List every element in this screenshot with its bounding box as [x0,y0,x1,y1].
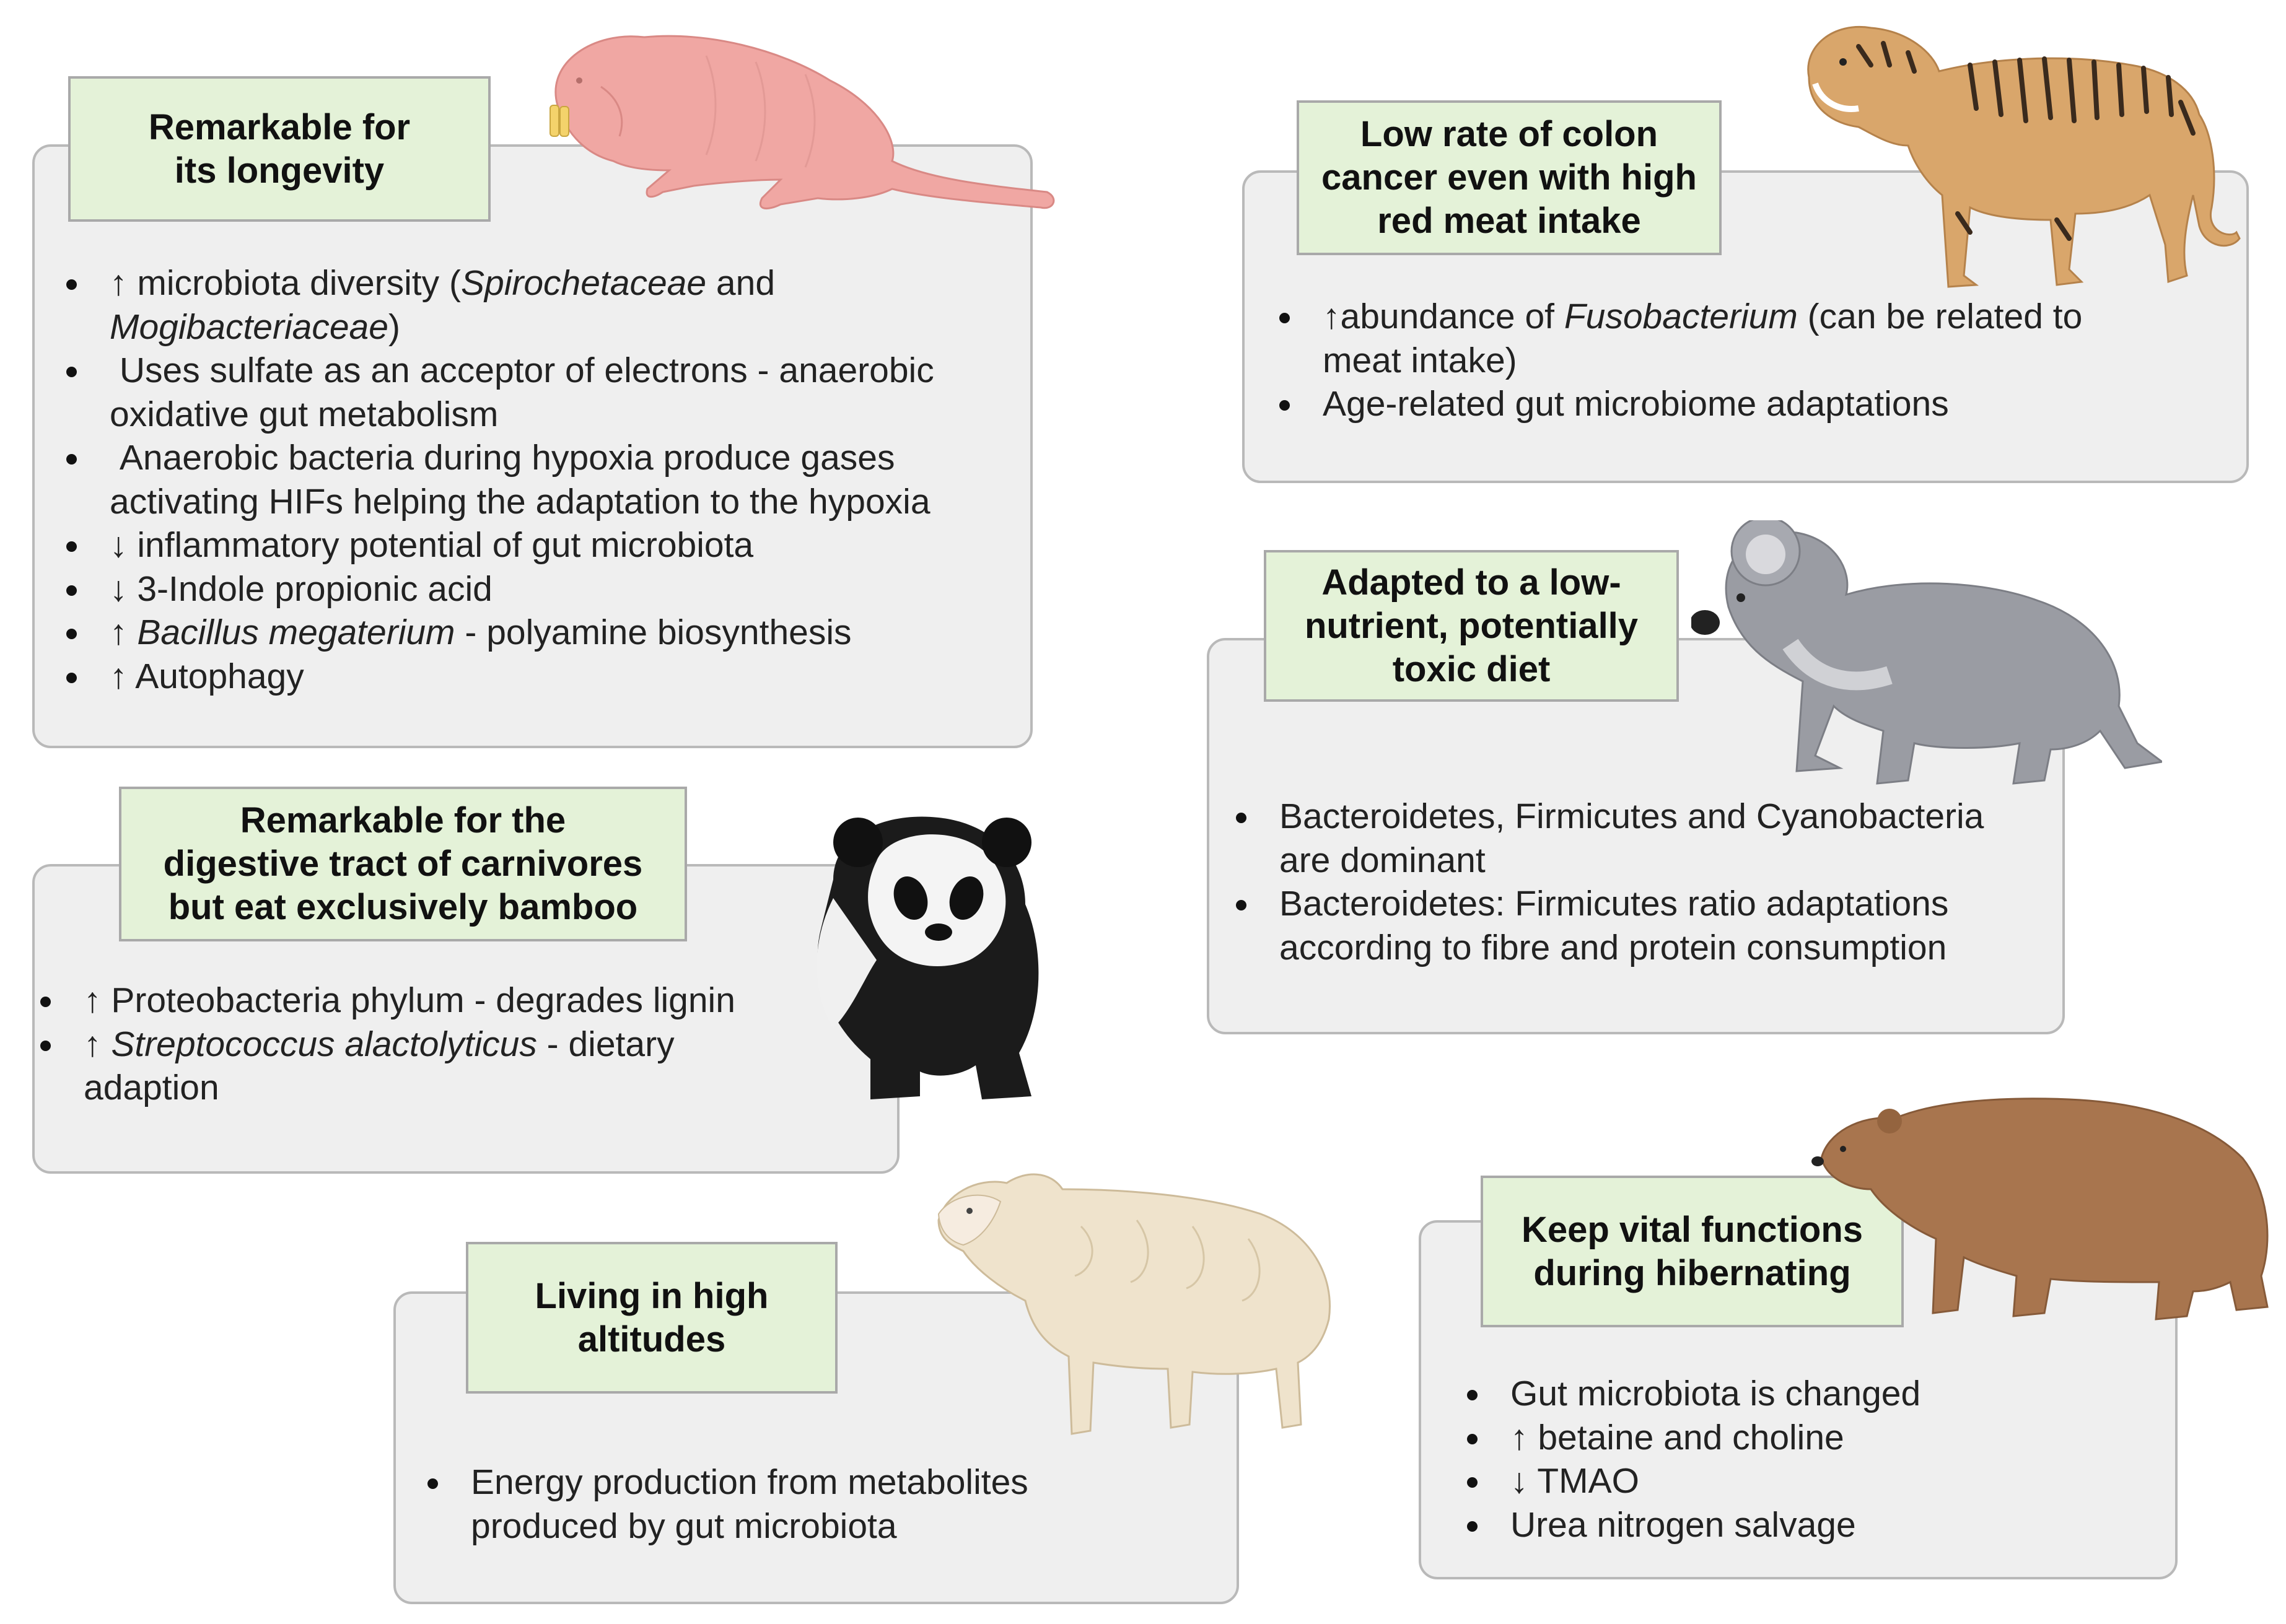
koala-bullet-list: Bacteroidetes, Firmicutes and Cyanobacte… [1224,795,2109,969]
tiger-bullet-list: ↑abundance of Fusobacterium (can be rela… [1267,295,2215,426]
list-item: Bacteroidetes: Firmicutes ratio adaptati… [1236,882,2109,969]
mole-rat-panel [32,144,1033,748]
sheep-illustration [937,1173,1331,1435]
list-item: ↑ Autophagy [66,655,1076,699]
list-item: Gut microbiota is changed [1467,1372,2204,1416]
list-item: Bacteroidetes, Firmicutes and Cyanobacte… [1236,795,2109,882]
list-item: Age-related gut microbiome adaptations [1279,382,2215,426]
list-item: ↑abundance of Fusobacterium (can be rela… [1279,295,2215,382]
list-item: ↑ microbiota diversity (Spirochetaceae a… [66,261,1076,349]
list-item: ↑ Proteobacteria phylum - degrades ligni… [40,979,889,1023]
list-item: Urea nitrogen salvage [1467,1503,2204,1547]
giant-panda-illustration [817,816,1039,1099]
tiger-illustration [1807,26,2241,288]
koala-illustration [1691,520,2162,785]
list-item: Anaerobic bacteria during hypoxia produc… [66,436,1076,523]
list-item: ↓ inflammatory potential of gut microbio… [66,523,1076,567]
panda-bullet-list: ↑ Proteobacteria phylum - degrades ligni… [28,979,889,1110]
list-item: ↓ TMAO [1467,1459,2204,1503]
list-item: ↑ betaine and choline [1467,1416,2204,1460]
naked-mole-rat-illustration [550,35,1055,210]
list-item: Uses sulfate as an acceptor of electrons… [66,349,1076,436]
list-item: ↑ Bacillus megaterium - polyamine biosyn… [66,611,1076,655]
brown-bear-illustration [1811,1098,2269,1321]
mole-rat-bullet-list: ↑ microbiota diversity (Spirochetaceae a… [54,261,1076,698]
list-item: ↓ 3-Indole propionic acid [66,567,1076,611]
bear-bullet-list: Gut microbiota is changed ↑ betaine and … [1455,1372,2204,1547]
